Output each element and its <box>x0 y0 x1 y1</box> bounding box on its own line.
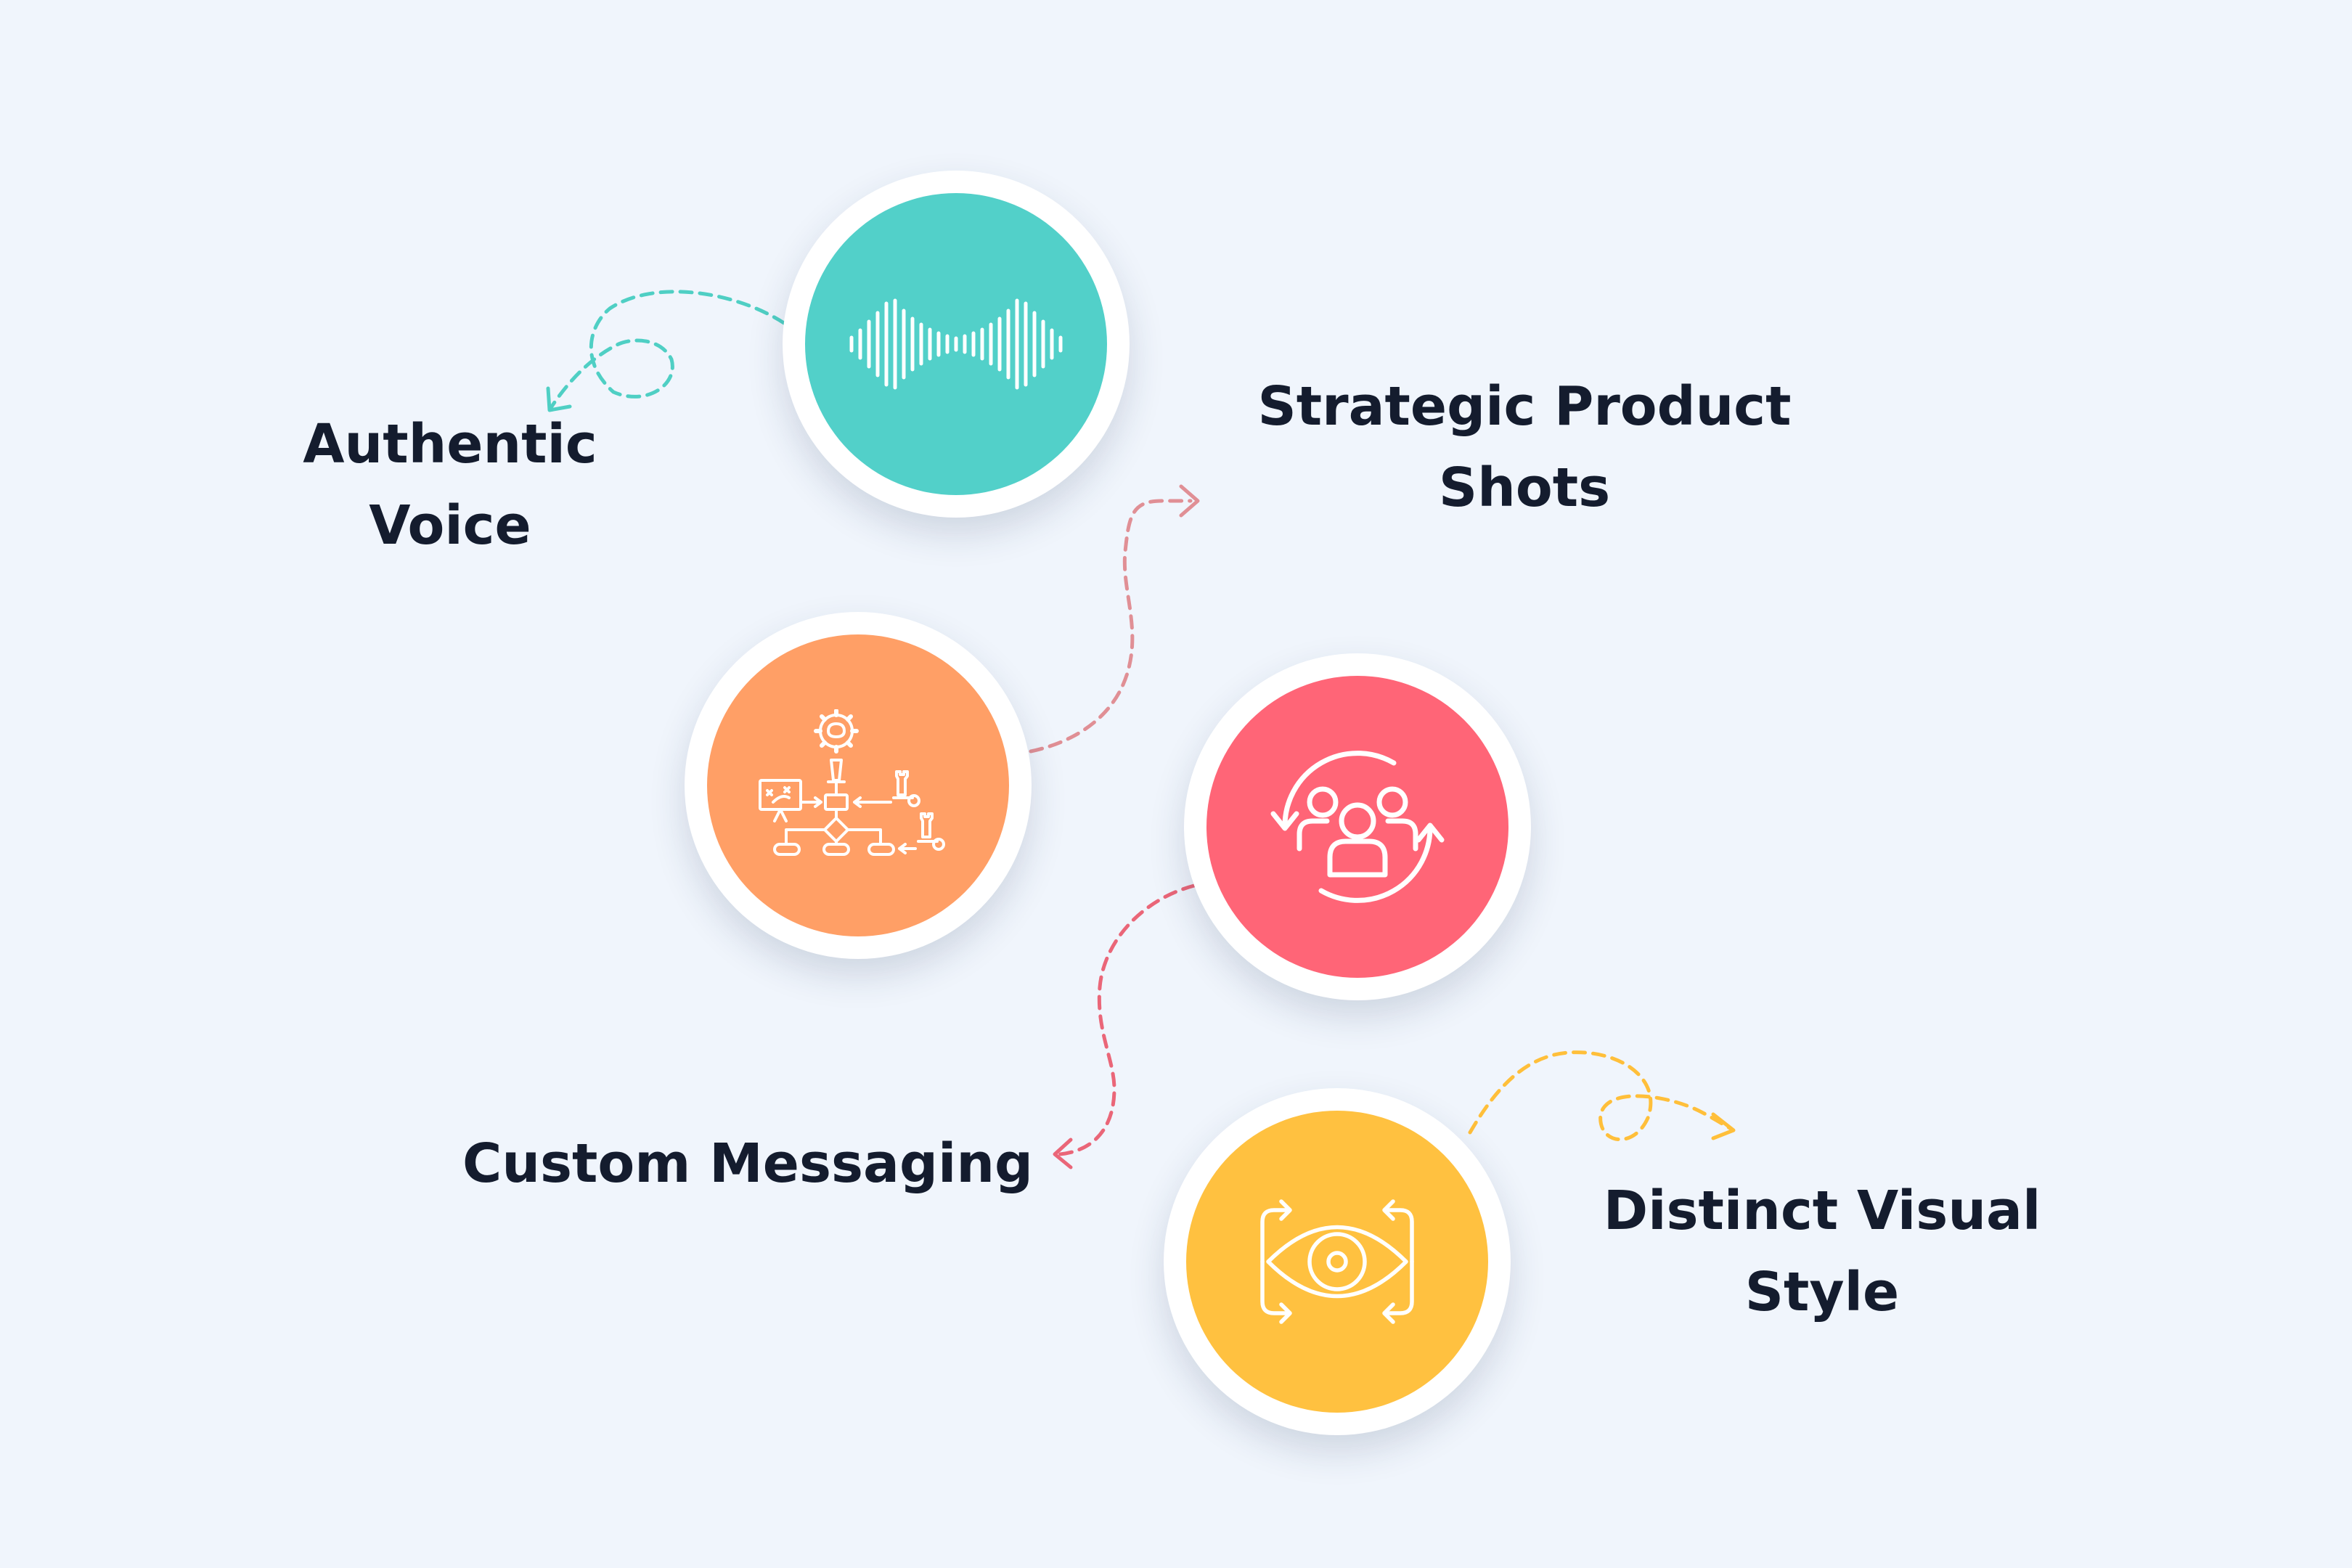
arrowhead-vision <box>1711 1112 1736 1140</box>
label-voice-line-1: Authentic <box>303 413 597 475</box>
label-community: Custom Messaging <box>443 1123 1053 1204</box>
label-strategy-line-1: Strategic Product <box>1257 375 1792 438</box>
node-vision <box>1164 1088 1511 1435</box>
strategy-flowchart-icon <box>759 709 945 856</box>
node-community <box>1184 653 1531 1000</box>
label-vision-line-1: Distinct Visual <box>1603 1180 2041 1242</box>
label-vision-line-2: Style <box>1744 1261 1900 1323</box>
label-voice-line-2: Voice <box>369 494 531 557</box>
connector-strategy <box>1029 499 1193 754</box>
connector-community <box>1058 883 1196 1156</box>
node-strategy <box>685 612 1032 959</box>
sound-wave-icon <box>849 298 1063 390</box>
people-cycle-icon <box>1270 751 1445 903</box>
disc-strategy <box>707 634 1009 936</box>
label-voice: Authentic Voice <box>276 404 624 566</box>
label-vision: Distinct Visual Style <box>1583 1170 2062 1333</box>
arrowhead-voice <box>546 386 572 412</box>
connector-vision <box>1468 1050 1734 1141</box>
arrowhead-community <box>1053 1138 1073 1169</box>
disc-community <box>1206 676 1508 978</box>
node-voice <box>783 171 1130 518</box>
label-strategy-line-2: Shots <box>1438 457 1611 519</box>
label-strategy: Strategic Product Shots <box>1227 366 1822 528</box>
arrowhead-strategy <box>1179 484 1200 518</box>
label-community-line-1: Custom Messaging <box>462 1132 1033 1195</box>
eye-arrows-icon <box>1260 1199 1414 1324</box>
disc-vision <box>1186 1111 1488 1413</box>
connector-voice <box>550 290 786 409</box>
